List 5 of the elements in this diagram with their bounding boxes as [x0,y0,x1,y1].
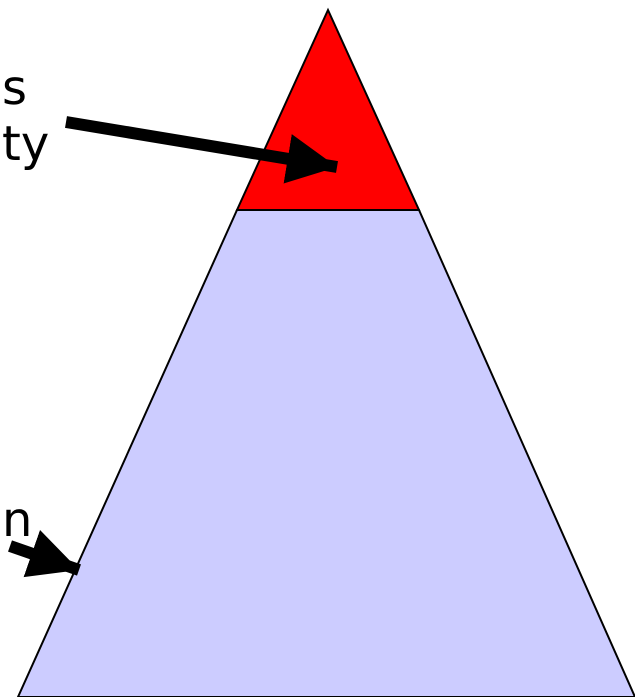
leader-arrow [65,116,338,184]
annotation-text: n [2,494,42,546]
leader-arrow [8,530,81,578]
annotation-text: s ty [2,60,66,172]
apex-triangle [237,10,419,210]
